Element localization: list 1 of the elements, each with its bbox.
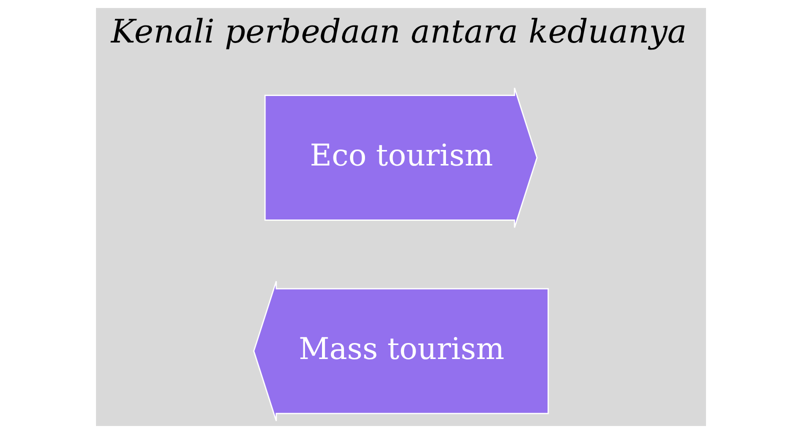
diagram-title: Kenali perbedaan antara keduanya bbox=[110, 12, 686, 51]
